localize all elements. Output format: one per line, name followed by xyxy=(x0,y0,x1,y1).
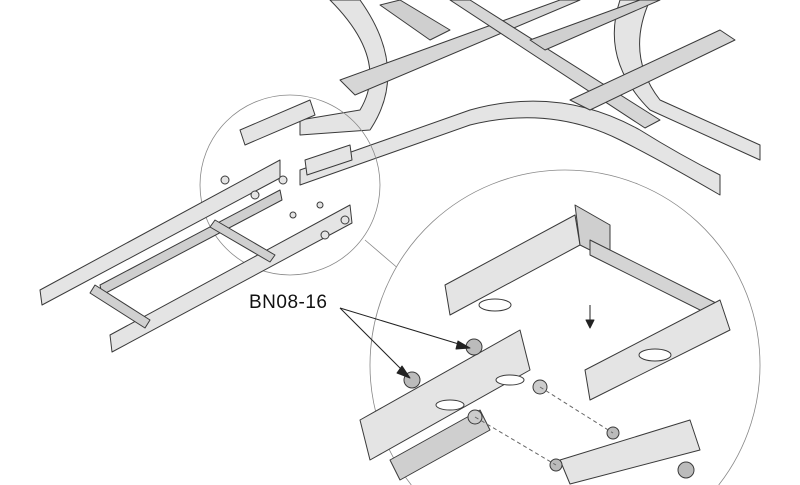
cross-fitting xyxy=(239,0,761,196)
part-code-callout: BN08-16 xyxy=(249,292,328,313)
detail-circle-small xyxy=(199,94,381,276)
enlarged-joint xyxy=(359,204,731,485)
straight-ladder xyxy=(39,159,353,353)
detail-circle-large xyxy=(369,169,761,485)
